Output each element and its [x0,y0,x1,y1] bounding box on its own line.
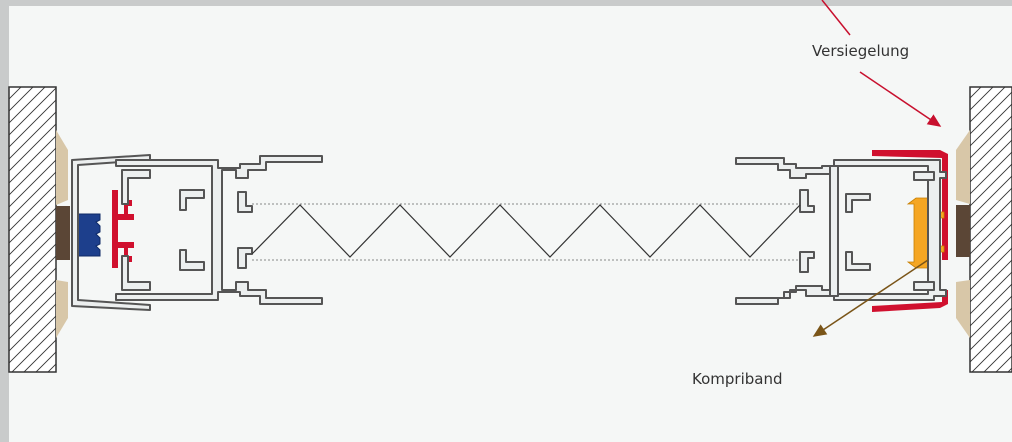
sealing-arrow-top [821,0,851,36]
sealing-arrow [859,71,942,127]
compression-tape-arrow [812,259,929,337]
right-red-seal [872,150,948,312]
left-wall [8,86,57,373]
right-insulation [956,130,970,338]
diagram-background [9,6,1012,442]
left-frame-profile [71,154,323,311]
left-red-seal [112,190,134,268]
compression-tape-label: Kompriband [692,370,782,388]
right-frame-profile [735,157,947,305]
left-insulation [56,130,70,338]
sealing-label: Versiegelung [812,42,909,60]
right-wall [969,86,1012,373]
zigzag-glazing-icon [251,204,801,258]
glass-pane [251,203,801,261]
